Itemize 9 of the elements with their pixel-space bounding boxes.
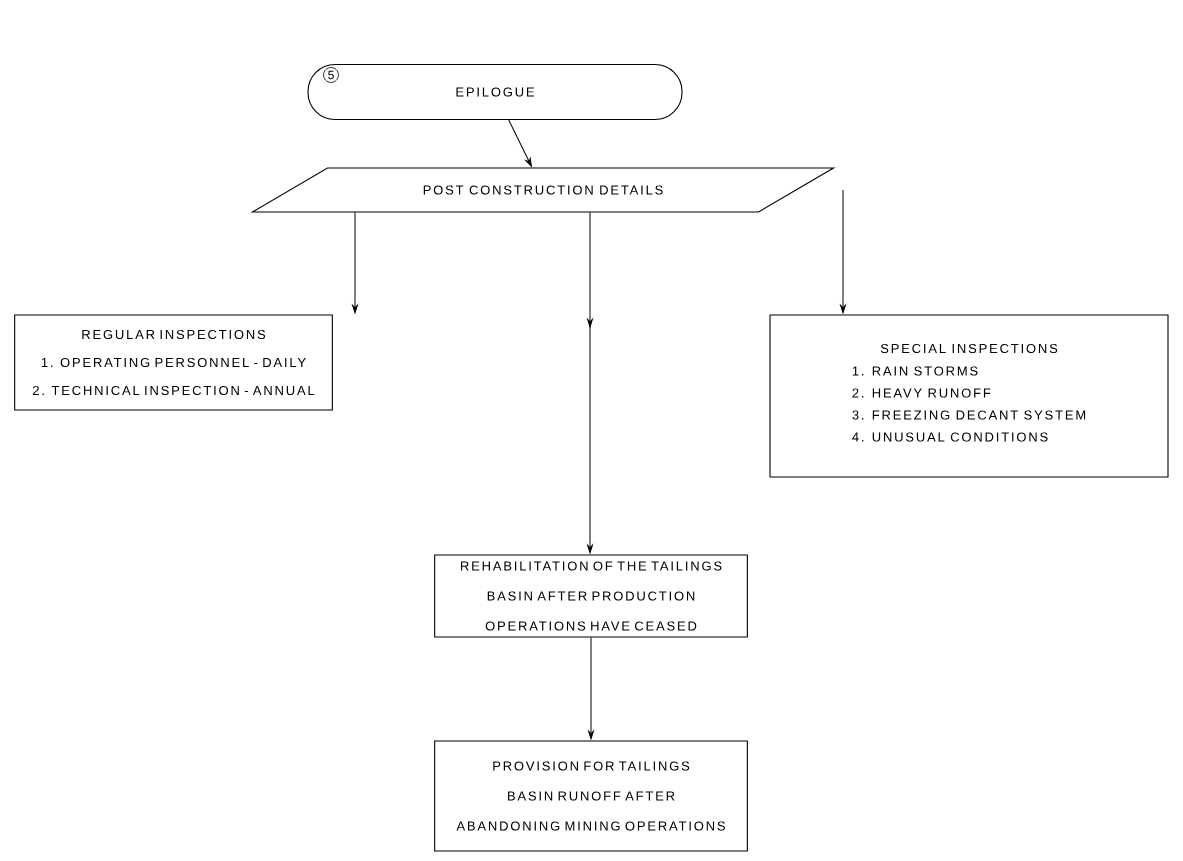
process-box: REHABILITATION OF THE TAILINGS BASIN AFTER PRODUCTION OPERATIONS HAVE CEASED	[434, 554, 748, 638]
arrow	[587, 211, 593, 554]
arrow	[840, 189, 846, 314]
arrow	[352, 211, 358, 314]
process-box: SPECIAL INSPECTIONS 1. RAIN STORMS 2. HEAVY RUNOFF 3. FREEZING DECANT SYSTEM 4. UNUSUAL CONDITIONS	[769, 314, 1169, 478]
arrow	[588, 637, 594, 740]
arrow	[508, 119, 532, 167]
process-box: PROVISION FOR TAILINGS BASIN RUNOFF AFTER ABANDONING MINING OPERATIONS	[434, 740, 748, 852]
process-box: REGULAR INSPECTIONS 1. OPERATING PERSONNEL - DAILY 2. TECHNICAL INSPECTION - ANNUAL	[14, 314, 333, 411]
